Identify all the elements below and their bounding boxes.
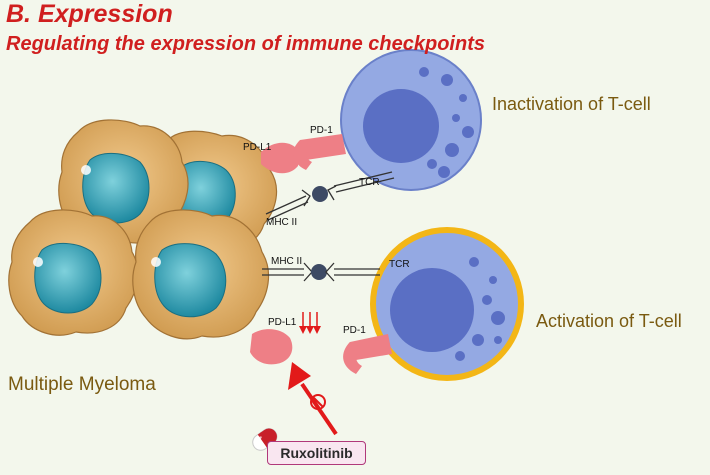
- mhc-tcr-bridge-bottom: [262, 262, 380, 282]
- section-subtitle: Regulating the expression of immune chec…: [6, 33, 485, 55]
- label-pd-l1-top: PD-L1: [243, 142, 272, 153]
- label-mhc-top: MHC II: [266, 217, 298, 228]
- t-cell-active: [370, 227, 524, 381]
- caption-myeloma: Multiple Myeloma: [8, 374, 156, 395]
- myeloma-cell-bottom-left: [8, 209, 139, 336]
- label-mhc-bottom: MHC II: [271, 256, 303, 267]
- pdl1-bottom: [250, 329, 293, 365]
- label-tcr-bottom: TCR: [389, 259, 410, 270]
- label-tcr-top: TCR: [359, 177, 380, 188]
- pd1-bottom: [343, 334, 392, 374]
- label-pd-1-top: PD-1: [310, 125, 333, 136]
- myeloma-cell-bottom-right: [132, 209, 270, 340]
- caption-activation: Activation of T-cell: [536, 311, 682, 331]
- mhc-tcr-bridge-top: [265, 171, 395, 221]
- myeloma-cell-top-left: [58, 119, 189, 246]
- pd1-pdl1-complex-top: [261, 134, 346, 174]
- t-cell-inactive: [340, 49, 482, 191]
- label-pd-1-bottom: PD-1: [343, 325, 366, 336]
- caption-inactivation: Inactivation of T-cell: [492, 94, 651, 114]
- drug-label: Ruxolitinib: [267, 441, 366, 465]
- section-title: B. Expression: [6, 0, 173, 28]
- no-entry-icon: [310, 394, 326, 410]
- myeloma-cell-cluster: [8, 119, 278, 340]
- down-arrows-icon: [299, 312, 321, 334]
- label-pd-l1-bottom: PD-L1: [268, 317, 297, 328]
